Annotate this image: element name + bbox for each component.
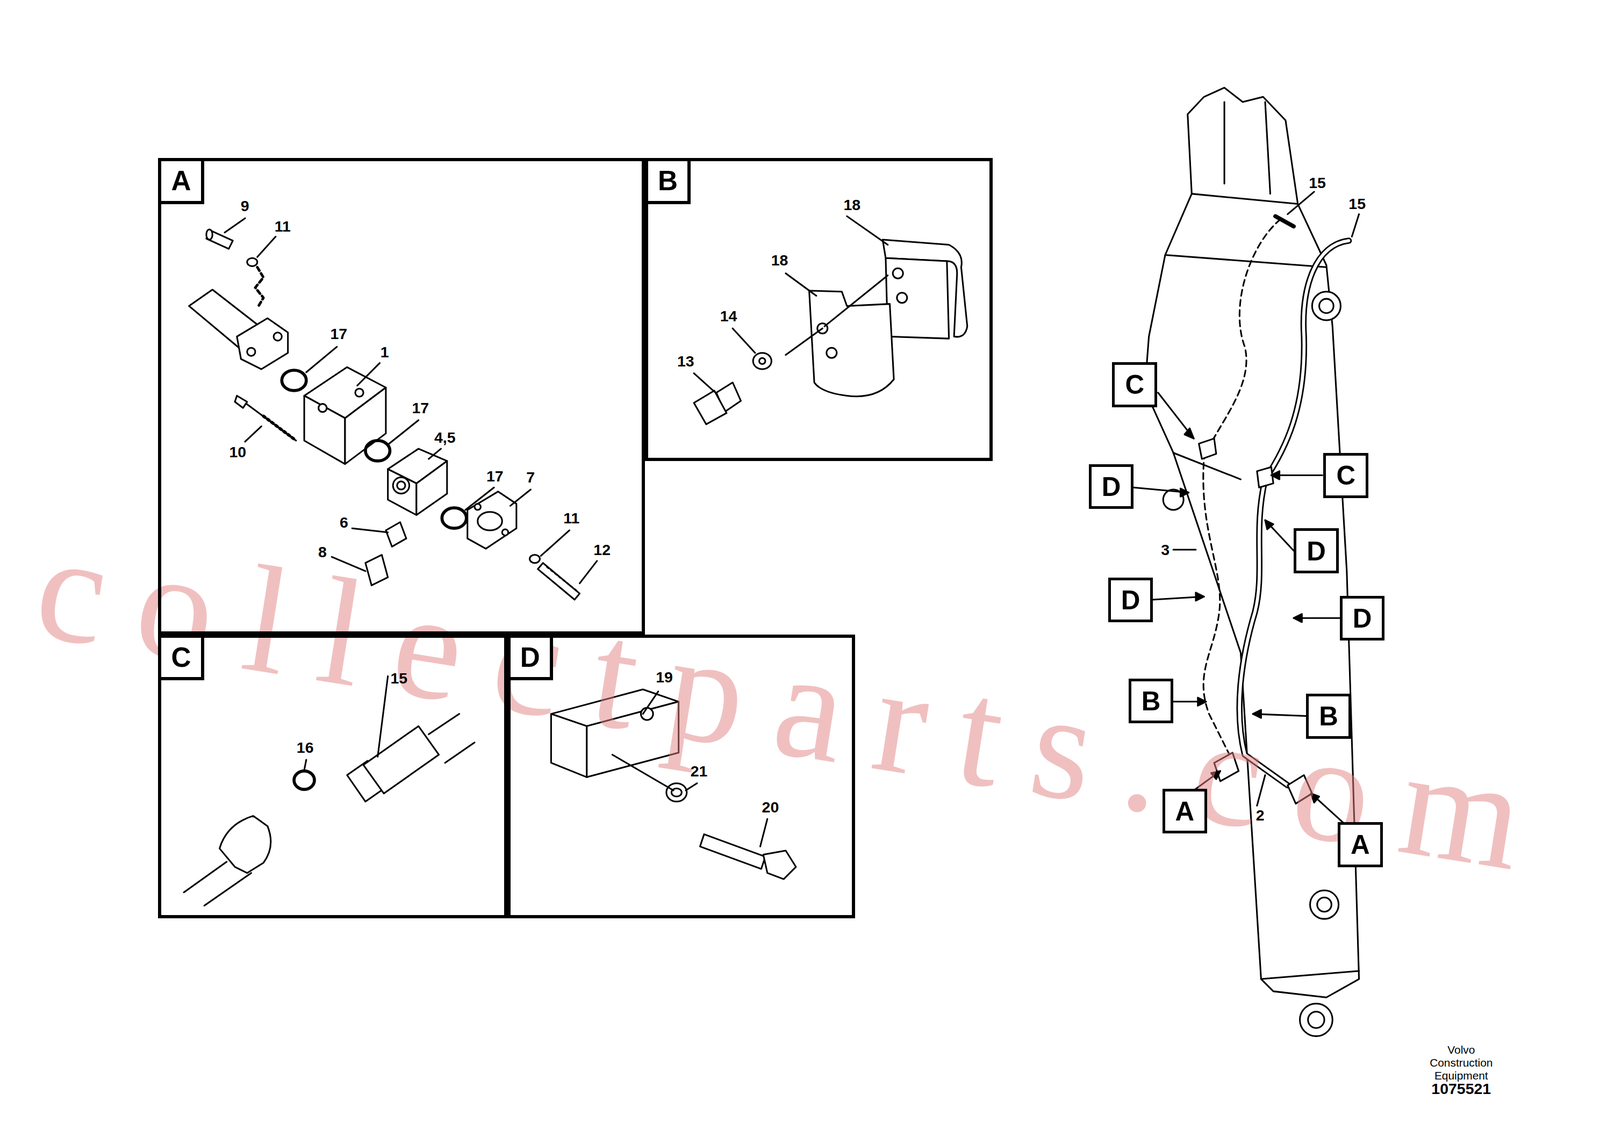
callout-number: 12 [593, 542, 611, 558]
callout-number: 11 [274, 218, 291, 234]
detail-callout-box: D [1293, 528, 1339, 574]
detail-callout-box: D [1108, 577, 1154, 623]
detail-panel: D [507, 634, 856, 919]
callout-number: 4,5 [434, 429, 456, 446]
detail-letter-box: D [507, 634, 554, 681]
detail-letter: D [1306, 537, 1326, 565]
callout-number: 3 [1160, 542, 1170, 558]
detail-callout-box: D [1088, 464, 1135, 510]
detail-callout-box: C [1323, 453, 1369, 499]
callout-number: 17 [486, 468, 504, 484]
detail-letter: D [520, 643, 541, 672]
callout-number: 9 [240, 198, 250, 214]
callout-number: 18 [771, 252, 789, 268]
detail-letter: A [1174, 798, 1195, 825]
callout-number: 15 [1348, 196, 1366, 212]
callout-number: 15 [1308, 175, 1326, 191]
detail-callout-box: B [1128, 678, 1174, 724]
detail-letter: C [1336, 462, 1356, 489]
detail-letter-box: B [644, 158, 691, 204]
detail-letter-box: C [158, 634, 204, 681]
callout-number: 11 [563, 510, 580, 526]
detail-letter: D [1101, 473, 1122, 500]
detail-panel: A [158, 158, 645, 635]
publisher-note: Volvo Construction Equipment [1415, 1043, 1508, 1083]
callout-number: 21 [690, 763, 708, 779]
detail-callout-box: D [1339, 596, 1386, 642]
detail-letter: C [1124, 371, 1145, 398]
callout-number: 18 [843, 197, 861, 213]
detail-letter: A [170, 167, 191, 195]
detail-callout-box: B [1306, 693, 1352, 739]
detail-letter: D [1121, 586, 1141, 614]
detail-letter: B [657, 167, 678, 195]
callout-number: 15 [390, 670, 408, 686]
detail-callout-box: C [1111, 362, 1158, 408]
detail-letter: B [1141, 687, 1161, 715]
callout-number: 8 [318, 544, 327, 560]
detail-panel: C [158, 634, 507, 919]
callout-number: 16 [296, 740, 314, 756]
detail-letter: B [1318, 702, 1339, 730]
callout-number: 7 [526, 469, 535, 485]
detail-letter-box: A [158, 158, 204, 204]
callout-number: 17 [329, 326, 348, 342]
detail-letter: A [1350, 831, 1370, 858]
callout-number: 14 [720, 308, 738, 324]
callout-number: 6 [339, 514, 349, 530]
detail-panel: B [644, 158, 993, 462]
callout-number: 13 [677, 353, 695, 369]
detail-letter: D [1352, 605, 1373, 632]
callout-number: 10 [229, 444, 247, 460]
detail-letter: C [170, 643, 191, 672]
drawing-number: 1075521 [1431, 1081, 1491, 1097]
detail-callout-box: A [1337, 822, 1383, 868]
callout-number: 17 [411, 400, 429, 416]
callout-number: 20 [762, 799, 780, 815]
callout-number: 1 [380, 344, 390, 360]
callout-number: 2 [1256, 807, 1265, 823]
detail-callout-box: A [1162, 788, 1208, 835]
callout-number: 19 [655, 669, 673, 685]
